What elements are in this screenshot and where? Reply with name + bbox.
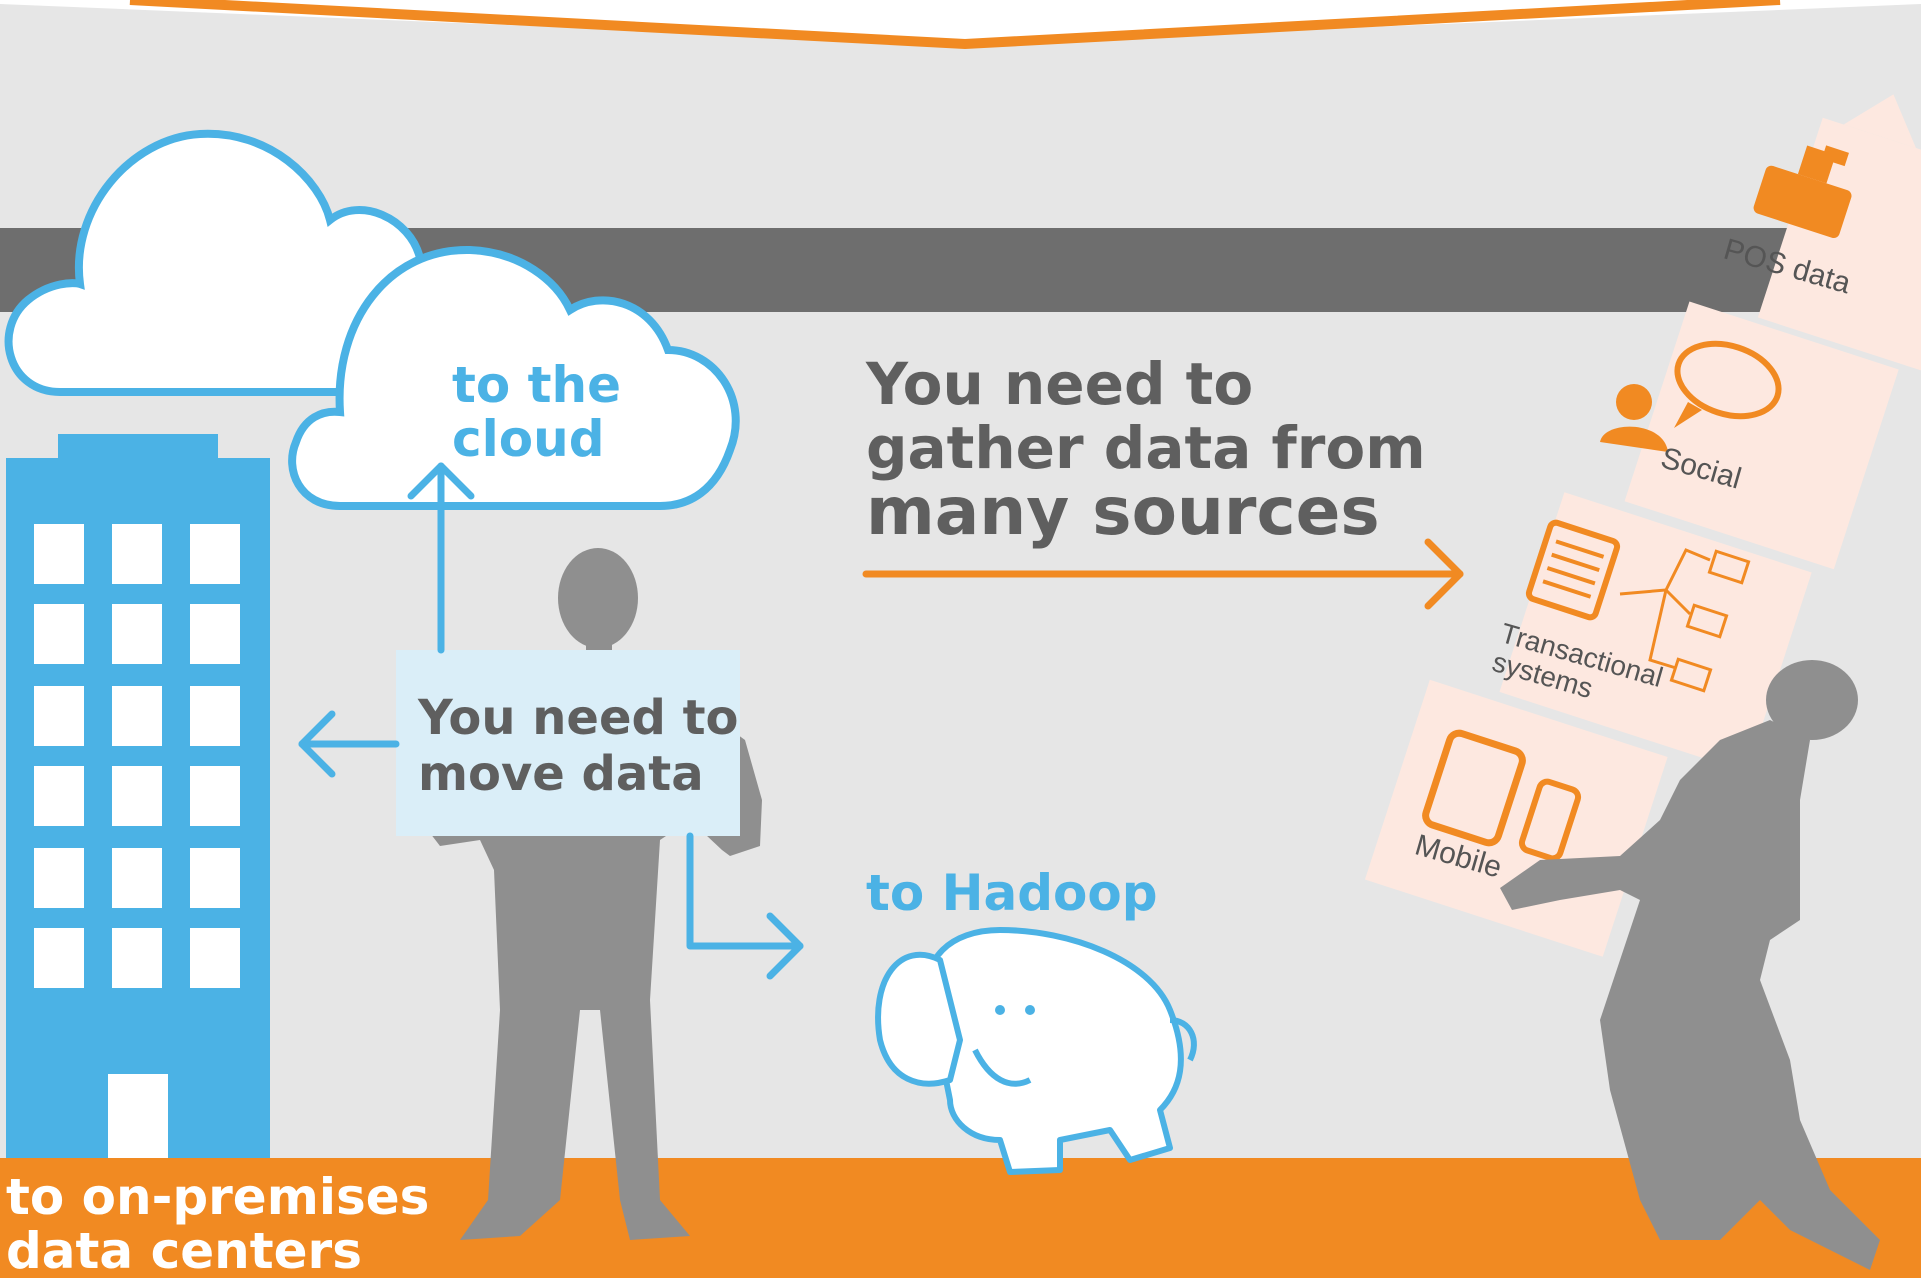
move-arrows — [298, 462, 804, 980]
network-lines — [1619, 548, 1711, 670]
server-icon — [1525, 519, 1621, 621]
person-silhouette-icon — [1500, 660, 1880, 1270]
phone-icon — [1518, 778, 1582, 862]
cloud-icon — [288, 245, 740, 510]
move-label-line1: You need to — [418, 690, 739, 746]
onprem-label: to on-premises data centers — [6, 1170, 429, 1278]
cloud-label-line1: to the — [452, 356, 622, 414]
cash-register-icon — [1753, 145, 1852, 238]
onprem-label-line1: to on-premises — [6, 1168, 430, 1226]
move-data-sign — [396, 650, 740, 836]
cloud-label-line2: cloud — [452, 410, 605, 468]
hadoop-label: to Hadoop — [866, 864, 1158, 922]
orange-floor — [0, 1158, 1921, 1278]
building-icon — [6, 434, 270, 1158]
laptop-icon — [1669, 549, 1751, 693]
gather-label-line3: many sources — [866, 473, 1380, 550]
speech-bubble-icon — [1674, 340, 1782, 428]
move-label-line2: move data — [418, 746, 704, 802]
onprem-label-line2: data centers — [6, 1222, 362, 1278]
move-data-label: You need to move data — [418, 690, 738, 802]
elephant-icon — [875, 927, 1197, 1175]
gather-label-line2: gather data from — [866, 414, 1426, 482]
gather-arrow — [862, 538, 1464, 610]
cloud-label: to the cloud — [452, 358, 621, 466]
gather-label-line1: You need to — [866, 350, 1254, 418]
user-icon — [1600, 384, 1668, 452]
gather-data-label: You need to gather data from many source… — [866, 350, 1426, 550]
social-box — [1624, 301, 1899, 570]
top-chevron — [0, 0, 1921, 44]
tablet-icon — [1422, 729, 1526, 847]
top-chevron-border — [129, 0, 1781, 50]
